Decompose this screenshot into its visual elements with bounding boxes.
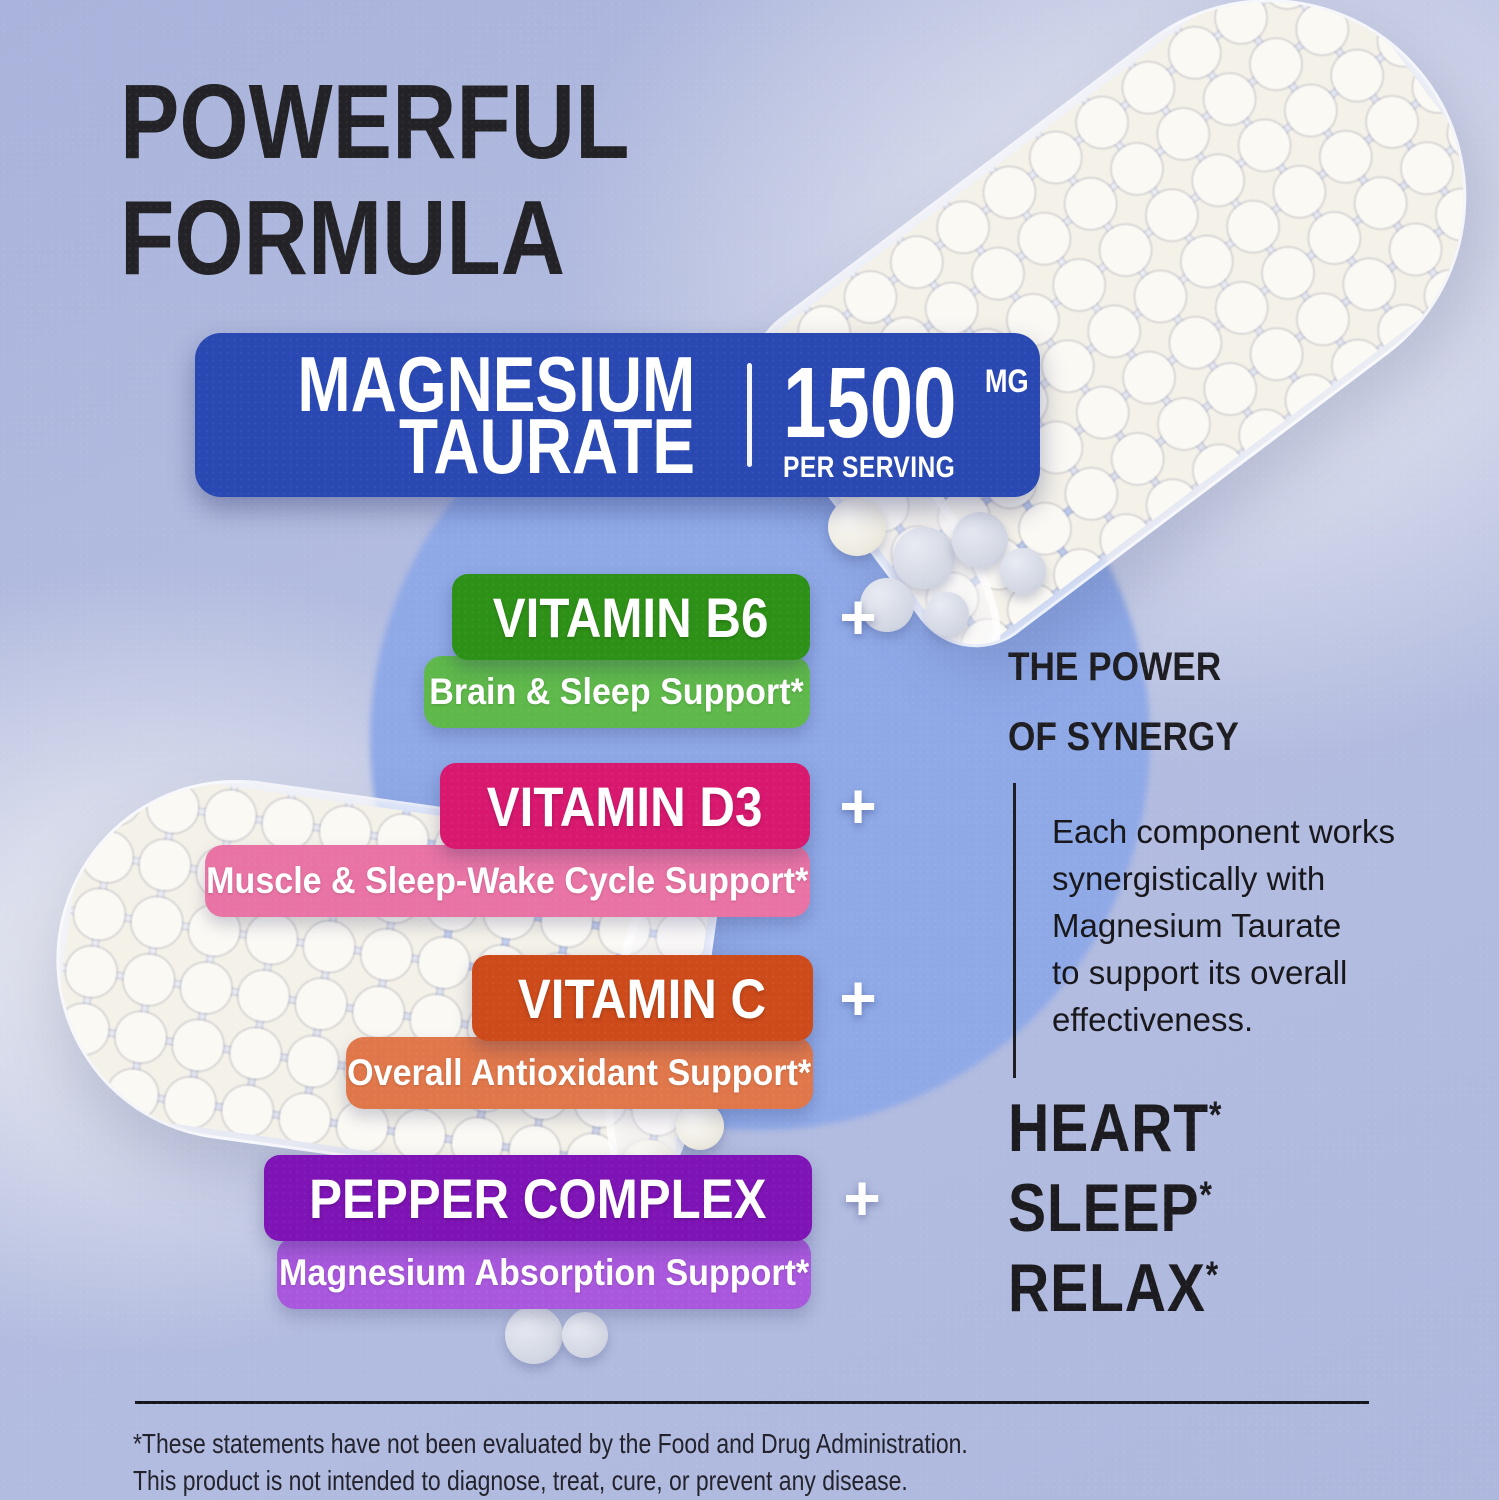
synergy-description: Each component works synergistically wit… — [1052, 808, 1395, 1043]
page-title: POWERFUL FORMULA — [120, 64, 727, 296]
synergy-description-line: synergistically with — [1052, 860, 1326, 897]
ingredient-benefit-label: Magnesium Absorption Support* — [278, 1252, 810, 1293]
ingredient-benefit-vitamin-c: Overall Antioxidant Support* — [346, 1037, 813, 1109]
loose-pellet — [505, 1306, 563, 1364]
footer-divider-line — [135, 1401, 1369, 1404]
ingredient-benefit-label: Overall Antioxidant Support* — [347, 1052, 812, 1093]
ingredient-name: VITAMIN B6 — [493, 585, 769, 649]
ingredient-benefit-pepper-complex: Magnesium Absorption Support* — [277, 1237, 811, 1309]
plus-icon: + — [839, 581, 877, 653]
synergy-heading-line1: THE POWER — [1008, 645, 1222, 689]
benefit-relax: RELAX* — [1008, 1250, 1220, 1326]
page-title-line2: FORMULA — [120, 179, 566, 297]
fda-disclaimer-line1: *These statements have not been evaluate… — [133, 1428, 968, 1459]
ingredient-badge-pepper-complex: PEPPER COMPLEX — [264, 1155, 812, 1241]
plus-icon: + — [839, 962, 877, 1034]
banner-divider — [747, 363, 752, 467]
ingredient-benefit-vitamin-b6: Brain & Sleep Support* — [424, 656, 810, 728]
page-title-line1: POWERFUL — [120, 63, 630, 181]
synergy-heading-line2: OF SYNERGY — [1008, 715, 1239, 759]
benefit-words: HEART* SLEEP* RELAX* — [1008, 1088, 1263, 1328]
fda-disclaimer: *These statements have not been evaluate… — [133, 1425, 1151, 1499]
plus-icon: + — [843, 1162, 881, 1234]
ingredient-name: VITAMIN D3 — [487, 774, 763, 838]
ingredient-badge-vitamin-b6: VITAMIN B6 — [452, 574, 810, 660]
loose-pellet — [925, 592, 969, 636]
synergy-heading: THE POWER OF SYNERGY — [1008, 632, 1270, 772]
loose-pellet — [1000, 548, 1046, 594]
ingredient-badge-vitamin-c: VITAMIN C — [472, 955, 813, 1041]
product-name: MAGNESIUM TAURATE — [210, 340, 695, 490]
synergy-description-line: effectiveness. — [1052, 1001, 1254, 1038]
benefit-sleep: SLEEP* — [1008, 1170, 1213, 1246]
plus-icon: + — [839, 770, 877, 842]
ingredient-name: VITAMIN C — [518, 966, 767, 1030]
dosage-unit: MG — [985, 363, 1030, 399]
synergy-description-line: Each component works — [1052, 813, 1396, 850]
ingredient-benefit-label: Muscle & Sleep-Wake Cycle Support* — [206, 860, 809, 901]
dosage-amount: 1500 — [783, 347, 957, 459]
synergy-divider-line — [1013, 783, 1016, 1078]
fda-disclaimer-line2: This product is not intended to diagnose… — [133, 1465, 908, 1496]
dosage-per-serving: PER SERVING — [783, 451, 956, 484]
ingredient-benefit-label: Brain & Sleep Support* — [429, 671, 805, 712]
loose-pellet — [562, 1312, 608, 1358]
asterisk: * — [1199, 1174, 1213, 1217]
ingredient-name: PEPPER COMPLEX — [309, 1166, 767, 1230]
synergy-description-line: to support its overall — [1052, 954, 1348, 991]
product-banner: MAGNESIUM TAURATE 1500 MG PER SERVING — [195, 333, 1040, 497]
loose-pellet — [893, 527, 955, 589]
product-name-line2: TAURATE — [398, 402, 695, 490]
loose-pellet — [828, 498, 886, 556]
synergy-description-line: Magnesium Taurate — [1052, 907, 1342, 944]
benefit-heart: HEART* — [1008, 1090, 1223, 1166]
asterisk: * — [1208, 1094, 1223, 1137]
ingredient-benefit-vitamin-d3: Muscle & Sleep-Wake Cycle Support* — [205, 845, 810, 917]
ingredient-badge-vitamin-d3: VITAMIN D3 — [440, 763, 810, 849]
dosage-block: 1500 MG PER SERVING — [783, 347, 1033, 485]
loose-pellet — [676, 1102, 724, 1150]
product-name-line1: MAGNESIUM — [297, 340, 695, 428]
loose-pellet — [860, 578, 914, 632]
loose-pellet — [952, 512, 1008, 568]
asterisk: * — [1205, 1254, 1220, 1297]
